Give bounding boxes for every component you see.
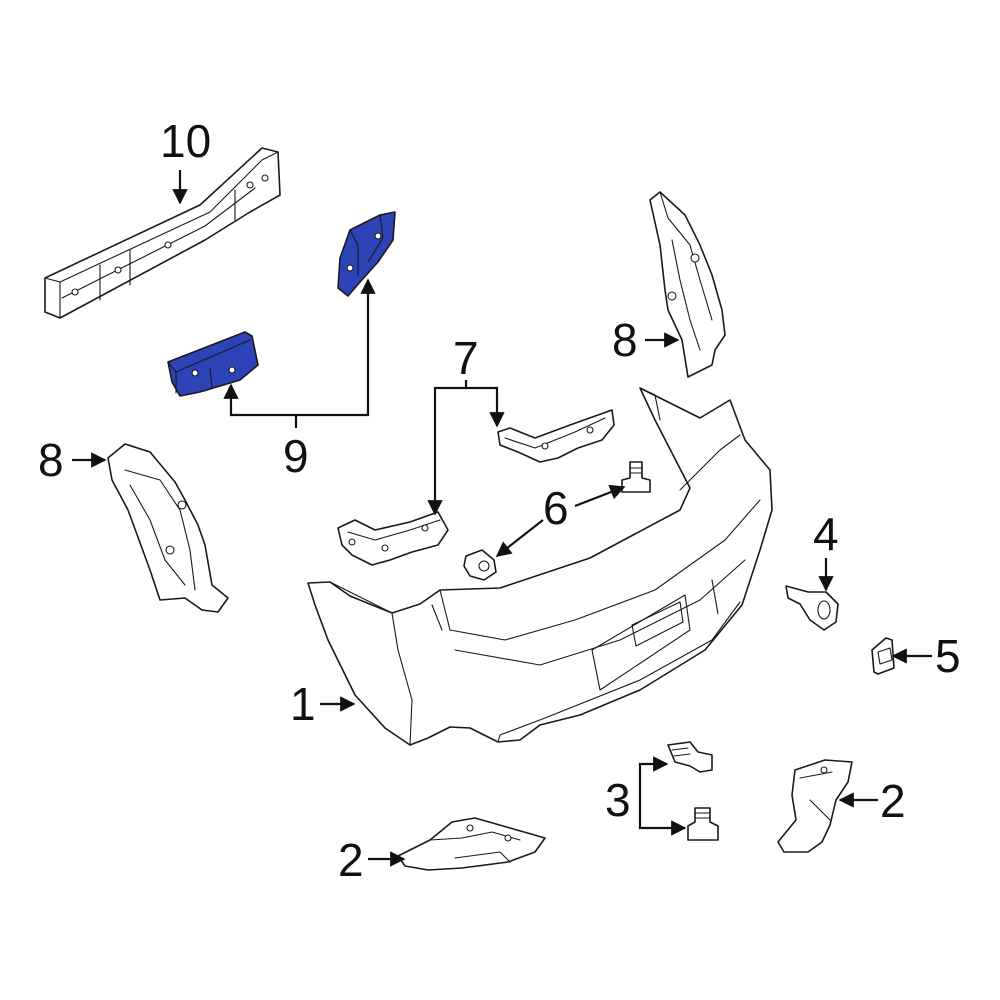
part-6-grommet[interactable] — [463, 549, 497, 581]
part-7-lower-guide[interactable] — [337, 511, 449, 566]
callout-10: 10 — [160, 115, 211, 167]
callout-4: 4 — [813, 508, 839, 560]
callout-1: 1 — [290, 678, 316, 730]
part-8-left-side-bracket[interactable] — [107, 443, 229, 613]
part-10-reinforcement-beam[interactable] — [44, 147, 281, 319]
callout-7: 7 — [453, 332, 479, 384]
part-6-bolt[interactable] — [621, 461, 651, 493]
part-2-left-splash-guard[interactable] — [397, 817, 546, 871]
part-9-upper-bracket-body — [337, 211, 396, 297]
part-9-lower-bracket-body — [167, 331, 259, 397]
callout-9: 9 — [283, 430, 309, 482]
callout-6: 6 — [543, 482, 569, 534]
part-1-bumper-cover[interactable] — [307, 387, 773, 746]
part-3-short-bolt[interactable] — [687, 807, 719, 841]
callout-8-left: 8 — [38, 434, 64, 486]
part-4-retainer[interactable] — [785, 585, 839, 631]
leader-lines — [72, 170, 932, 867]
part-3-flange-bolt[interactable] — [667, 741, 713, 773]
part-5-clip[interactable] — [871, 637, 895, 675]
part-8-right-side-bracket[interactable] — [649, 191, 726, 378]
part-9-upper-bracket[interactable] — [337, 211, 396, 297]
callout-2-right: 2 — [880, 775, 906, 827]
callout-8-right: 8 — [612, 314, 638, 366]
callout-3: 3 — [605, 774, 631, 826]
callout-5: 5 — [935, 630, 961, 682]
part-7-upper-guide[interactable] — [497, 409, 615, 463]
part-9-lower-bracket[interactable] — [167, 331, 259, 397]
part-2-right-splash-guard[interactable] — [777, 759, 853, 853]
callout-labels: 10 9 8 8 7 6 4 5 1 3 2 2 — [38, 115, 961, 886]
callout-2-left: 2 — [338, 834, 364, 886]
